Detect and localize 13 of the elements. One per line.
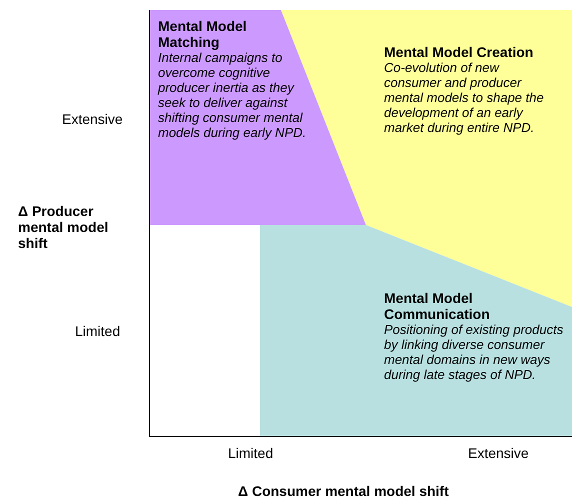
quadrant-heading: Mental Model Communication — [384, 290, 491, 322]
quadrant-description: Internal campaigns to overcome cognitive producer inertia as they seek to deliver against shifting consumer mental models during early NPD. — [158, 50, 308, 140]
axis-tick-label: Extensive — [468, 445, 530, 461]
axis-tick-label: Extensive — [62, 111, 124, 127]
axis-title: Δ Consumer mental model shift — [238, 483, 450, 499]
axis-tick-label: Limited — [228, 445, 274, 461]
quadrant-region — [260, 225, 572, 436]
quadrant-heading: Mental Model Matching — [158, 18, 248, 50]
axis-title: Δ Producer mental model shift — [18, 203, 110, 251]
axis-tick-label: Limited — [75, 323, 122, 339]
quadrant-description: Co-evolution of new consumer and producer mental models to shape the development of an early market during entire NPD. — [384, 60, 545, 135]
quadrant-description: Positioning of existing products by linking diverse consumer mental domains in new ways during late stages of NPD. — [384, 322, 564, 382]
quadrant-heading: Mental Model Creation — [384, 44, 534, 60]
